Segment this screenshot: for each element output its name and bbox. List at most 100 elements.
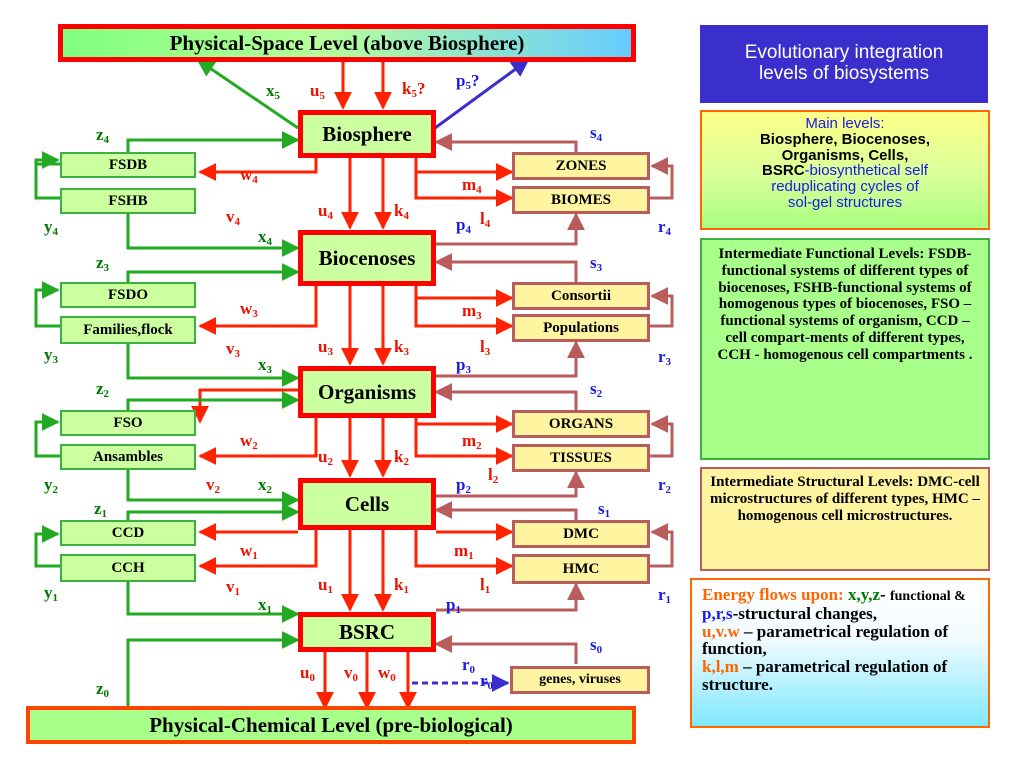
label-l4: l4 [480, 209, 491, 230]
label-m4: m4 [462, 175, 482, 196]
populations-box: Populations [512, 314, 650, 342]
title-line-1: Evolutionary integration [744, 42, 944, 64]
label-u4: u4 [318, 201, 333, 222]
title-line-2: levels of biosystems [758, 63, 929, 84]
label-z3: z3 [96, 253, 110, 274]
label-m3: m3 [462, 301, 482, 322]
label-u0: u0 [300, 663, 315, 684]
energy-xyz: x,y,z [847, 585, 881, 604]
label-r4: r4 [658, 217, 672, 238]
main-levels-panel: Main levels: Biosphere, Biocenoses, Orga… [700, 110, 990, 230]
label-y4: y4 [44, 217, 58, 238]
families-flock-box: Families,flock [60, 316, 196, 344]
label-w4: w4 [240, 165, 258, 186]
main-levels-line-2: Organisms, Cells, [781, 146, 909, 164]
structural-levels-text: Intermediate Structural Levels: DMC-cell… [710, 474, 980, 524]
label-z1: z1 [94, 499, 108, 520]
label-z4: z4 [96, 125, 110, 146]
label-m2: m2 [462, 431, 482, 452]
functional-levels-text: Intermediate Functional Levels: FSDB-fun… [717, 246, 973, 363]
label-p3: p3 [456, 355, 471, 376]
label-u2: u2 [318, 447, 333, 468]
label-s2: s2 [590, 379, 603, 400]
energy-structural: -structural changes, [732, 603, 878, 623]
label-y3: y3 [44, 345, 58, 366]
label-w0: w0 [378, 663, 396, 684]
tissues-box: TISSUES [512, 444, 650, 472]
top-connections [196, 58, 530, 130]
energy-uvw-text: – parametrical regulation of function, [702, 621, 949, 659]
energy-functional: functional & [889, 589, 966, 604]
label-w1: w1 [240, 541, 258, 562]
label-x1: x1 [258, 595, 272, 616]
functional-levels-panel: Intermediate Functional Levels: FSDB-fun… [700, 238, 990, 460]
label-x4: x4 [258, 227, 272, 248]
label-l1: l1 [480, 575, 491, 596]
label-z0: z0 [96, 679, 110, 700]
label-w3: w3 [240, 299, 258, 320]
structural-feedback-arrows [434, 133, 674, 664]
label-p1: p1 [446, 595, 461, 616]
label-l3: l3 [480, 337, 491, 358]
main-levels-line-3: -biosynthetical self [804, 162, 928, 180]
energy-dash: - [880, 585, 886, 604]
energy-prefix: Energy flows upon: [702, 585, 844, 604]
physical-space-level: Physical-Space Level (above Biosphere) [58, 24, 636, 62]
label-v3: v3 [226, 339, 240, 360]
consortii-box: Consortii [512, 282, 650, 310]
label-s4: s4 [590, 123, 603, 144]
label-v0: v0 [344, 663, 358, 684]
label-s3: s3 [590, 253, 603, 274]
label-r2: r2 [658, 475, 672, 496]
main-levels-line-4: reduplicating cycles of [771, 178, 919, 195]
fshb-box: FSHB [60, 188, 196, 214]
fsdo-box: FSDO [60, 282, 196, 308]
main-levels-line-1: Biosphere, Biocenoses, [759, 130, 931, 148]
label-k2: k2 [394, 447, 409, 468]
physical-chemical-level: Physical-Chemical Level (pre-biological) [26, 706, 636, 744]
fso-box: FSO [60, 410, 196, 436]
energy-prs: p,r,s [702, 603, 733, 623]
label-l2: l2 [488, 465, 499, 486]
ansambles-box: Ansambles [60, 444, 196, 470]
label-y2: y2 [44, 475, 58, 496]
label-x2: x2 [258, 475, 272, 496]
energy-klm: k,l,m [702, 657, 739, 677]
biocenoses-level: Biocenoses [298, 230, 436, 286]
sidebar-title: Evolutionary integration levels of biosy… [700, 25, 988, 103]
dmc-box: DMC [512, 520, 650, 548]
zones-box: ZONES [512, 152, 650, 180]
label-x3: x3 [258, 355, 272, 376]
fsdb-box: FSDB [60, 152, 196, 178]
energy-uvw: u,v.w [702, 621, 740, 641]
label-k1: k1 [394, 575, 409, 596]
label-z2: z2 [96, 379, 110, 400]
energy-klm-text: – parametrical regulation of structure. [702, 657, 948, 695]
label-r0-arrow: r0 [480, 671, 494, 692]
label-v1: v1 [226, 577, 240, 598]
biosphere-level: Biosphere [298, 110, 436, 158]
cells-level: Cells [298, 478, 436, 530]
organs-box: ORGANS [512, 410, 650, 438]
label-x5: x5 [266, 81, 280, 102]
label-u5: u5 [310, 81, 325, 102]
ccd-box: CCD [60, 520, 196, 546]
label-s0: s0 [590, 635, 603, 656]
bsrc-level: BSRC [298, 612, 436, 652]
hmc-box: HMC [512, 554, 650, 584]
vertical-regulation-arrows [316, 156, 417, 710]
biomes-box: BIOMES [512, 186, 650, 214]
main-levels-bsrc: BSRC [762, 162, 805, 180]
organisms-level: Organisms [298, 366, 436, 418]
label-r1: r1 [658, 585, 672, 606]
functional-feedback-arrows [34, 131, 300, 706]
structural-levels-panel: Intermediate Structural Levels: DMC-cell… [700, 467, 990, 571]
label-u3: u3 [318, 337, 333, 358]
label-v4: v4 [226, 207, 240, 228]
genes-viruses-box: genes, viruses [510, 666, 650, 694]
label-v2: v2 [206, 475, 220, 496]
label-k5: k5? [402, 79, 426, 100]
label-p5: p5? [456, 71, 480, 92]
label-p4: p4 [456, 215, 471, 236]
